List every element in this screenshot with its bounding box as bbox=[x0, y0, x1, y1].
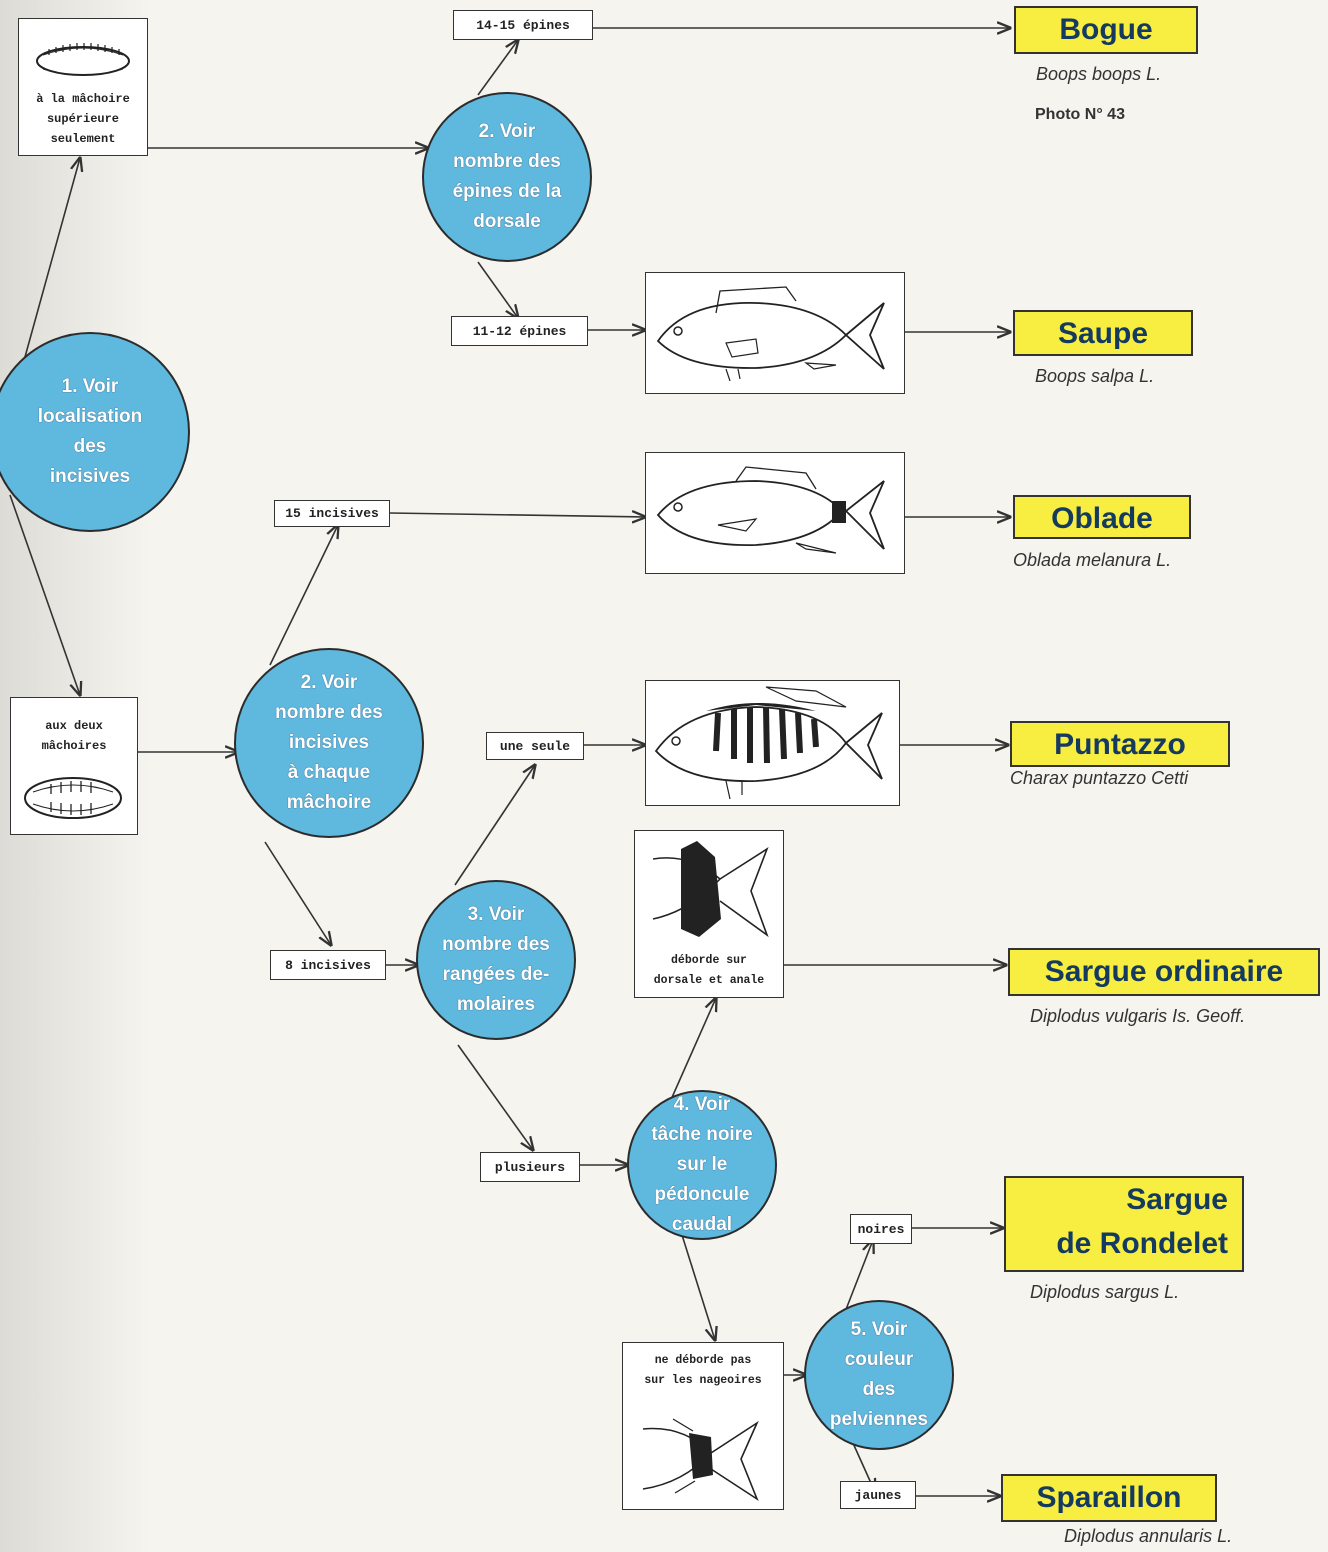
photo-reference: Photo N° 43 bbox=[1035, 106, 1125, 123]
step1-text: 1. Voir localisation des incisives bbox=[37, 376, 143, 487]
latin-saupe: Boops salpa L. bbox=[1035, 366, 1155, 386]
step3-molar-rows-circle: 3. Voir nombre des rangées de- molaires bbox=[416, 880, 576, 1040]
latin-puntazzo: Charax puntazzo Cetti bbox=[1010, 768, 1189, 788]
step4-caudal-spot-circle: 4. Voir tâche noire sur le pédoncule cau… bbox=[627, 1090, 777, 1240]
both-jaws-text: aux deux mâchoires bbox=[41, 719, 107, 753]
upper-jaw-teeth-icon bbox=[36, 43, 130, 76]
oblade-fish-icon bbox=[656, 466, 885, 554]
label-plusieurs: plusieurs bbox=[480, 1152, 580, 1182]
species-puntazzo: Puntazzo bbox=[1010, 721, 1230, 767]
saupe-fish-illustration bbox=[645, 272, 905, 394]
step2-dorsal-text: 2. Voir nombre des épines de la dorsale bbox=[452, 121, 562, 232]
label-jaunes: jaunes bbox=[840, 1481, 916, 1509]
upper-jaw-text: à la mâchoire supérieure seulement bbox=[36, 92, 130, 146]
label-15-incisors: 15 incisives bbox=[274, 500, 390, 527]
step3-text: 3. Voir nombre des rangées de- molaires bbox=[442, 904, 550, 1015]
deborde-text: déborde sur dorsale et anale bbox=[653, 954, 765, 987]
label-8-incisors: 8 incisives bbox=[270, 950, 386, 980]
step2-incisor-count-circle: 2. Voir nombre des incisives à chaque mâ… bbox=[234, 648, 424, 838]
deborde-box: déborde sur dorsale et anale bbox=[634, 830, 784, 998]
step5-text: 5. Voir couleur des pelviennes bbox=[829, 1319, 929, 1430]
step1-incisor-location-circle: 1. Voir localisation des incisives bbox=[0, 332, 190, 532]
caudal-spot-contained-icon bbox=[642, 1418, 759, 1502]
latin-sparaillon: Diplodus annularis L. bbox=[1064, 1526, 1233, 1546]
saupe-fish-icon bbox=[656, 286, 885, 382]
ne-deborde-text: ne déborde pas sur les nageoires bbox=[644, 1354, 762, 1387]
step2-dorsal-spines-circle: 2. Voir nombre des épines de la dorsale bbox=[422, 92, 592, 262]
latin-bogue: Boops boops L. bbox=[1036, 64, 1162, 84]
upper-jaw-box: à la mâchoire supérieure seulement bbox=[18, 18, 148, 156]
latin-sargue-ordinaire: Diplodus vulgaris Is. Geoff. bbox=[1030, 1006, 1246, 1026]
species-saupe: Saupe bbox=[1013, 310, 1193, 356]
ne-deborde-pas-box: ne déborde pas sur les nageoires bbox=[622, 1342, 784, 1510]
puntazzo-fish-illustration bbox=[645, 680, 900, 806]
step4-text: 4. Voir tâche noire sur le pédoncule cau… bbox=[651, 1094, 753, 1235]
label-11-12-spines: 11-12 épines bbox=[451, 316, 588, 346]
both-jaws-box: aux deux mâchoires bbox=[10, 697, 138, 835]
label-noires: noires bbox=[850, 1214, 912, 1244]
latin-sargue-de-rondelet: Diplodus sargus L. bbox=[1030, 1282, 1180, 1302]
label-une-seule: une seule bbox=[486, 732, 584, 760]
species-bogue: Bogue bbox=[1014, 6, 1198, 54]
oblade-fish-illustration bbox=[645, 452, 905, 574]
step5-pelvic-color-circle: 5. Voir couleur des pelviennes bbox=[804, 1300, 954, 1450]
puntazzo-fish-icon bbox=[654, 686, 883, 800]
caudal-spot-extended-icon bbox=[652, 841, 769, 938]
species-oblade: Oblade bbox=[1013, 495, 1191, 539]
label-14-15-spines: 14-15 épines bbox=[453, 10, 593, 40]
species-sparaillon: Sparaillon bbox=[1001, 1474, 1217, 1522]
both-jaws-teeth-icon bbox=[24, 777, 122, 819]
step2-incisor-text: 2. Voir nombre des incisives à chaque mâ… bbox=[275, 672, 383, 813]
latin-oblade: Oblada melanura L. bbox=[1013, 550, 1172, 570]
species-sargue-de-rondelet: Sargue de Rondelet bbox=[1004, 1176, 1244, 1272]
species-sargue-ordinaire: Sargue ordinaire bbox=[1008, 948, 1320, 996]
